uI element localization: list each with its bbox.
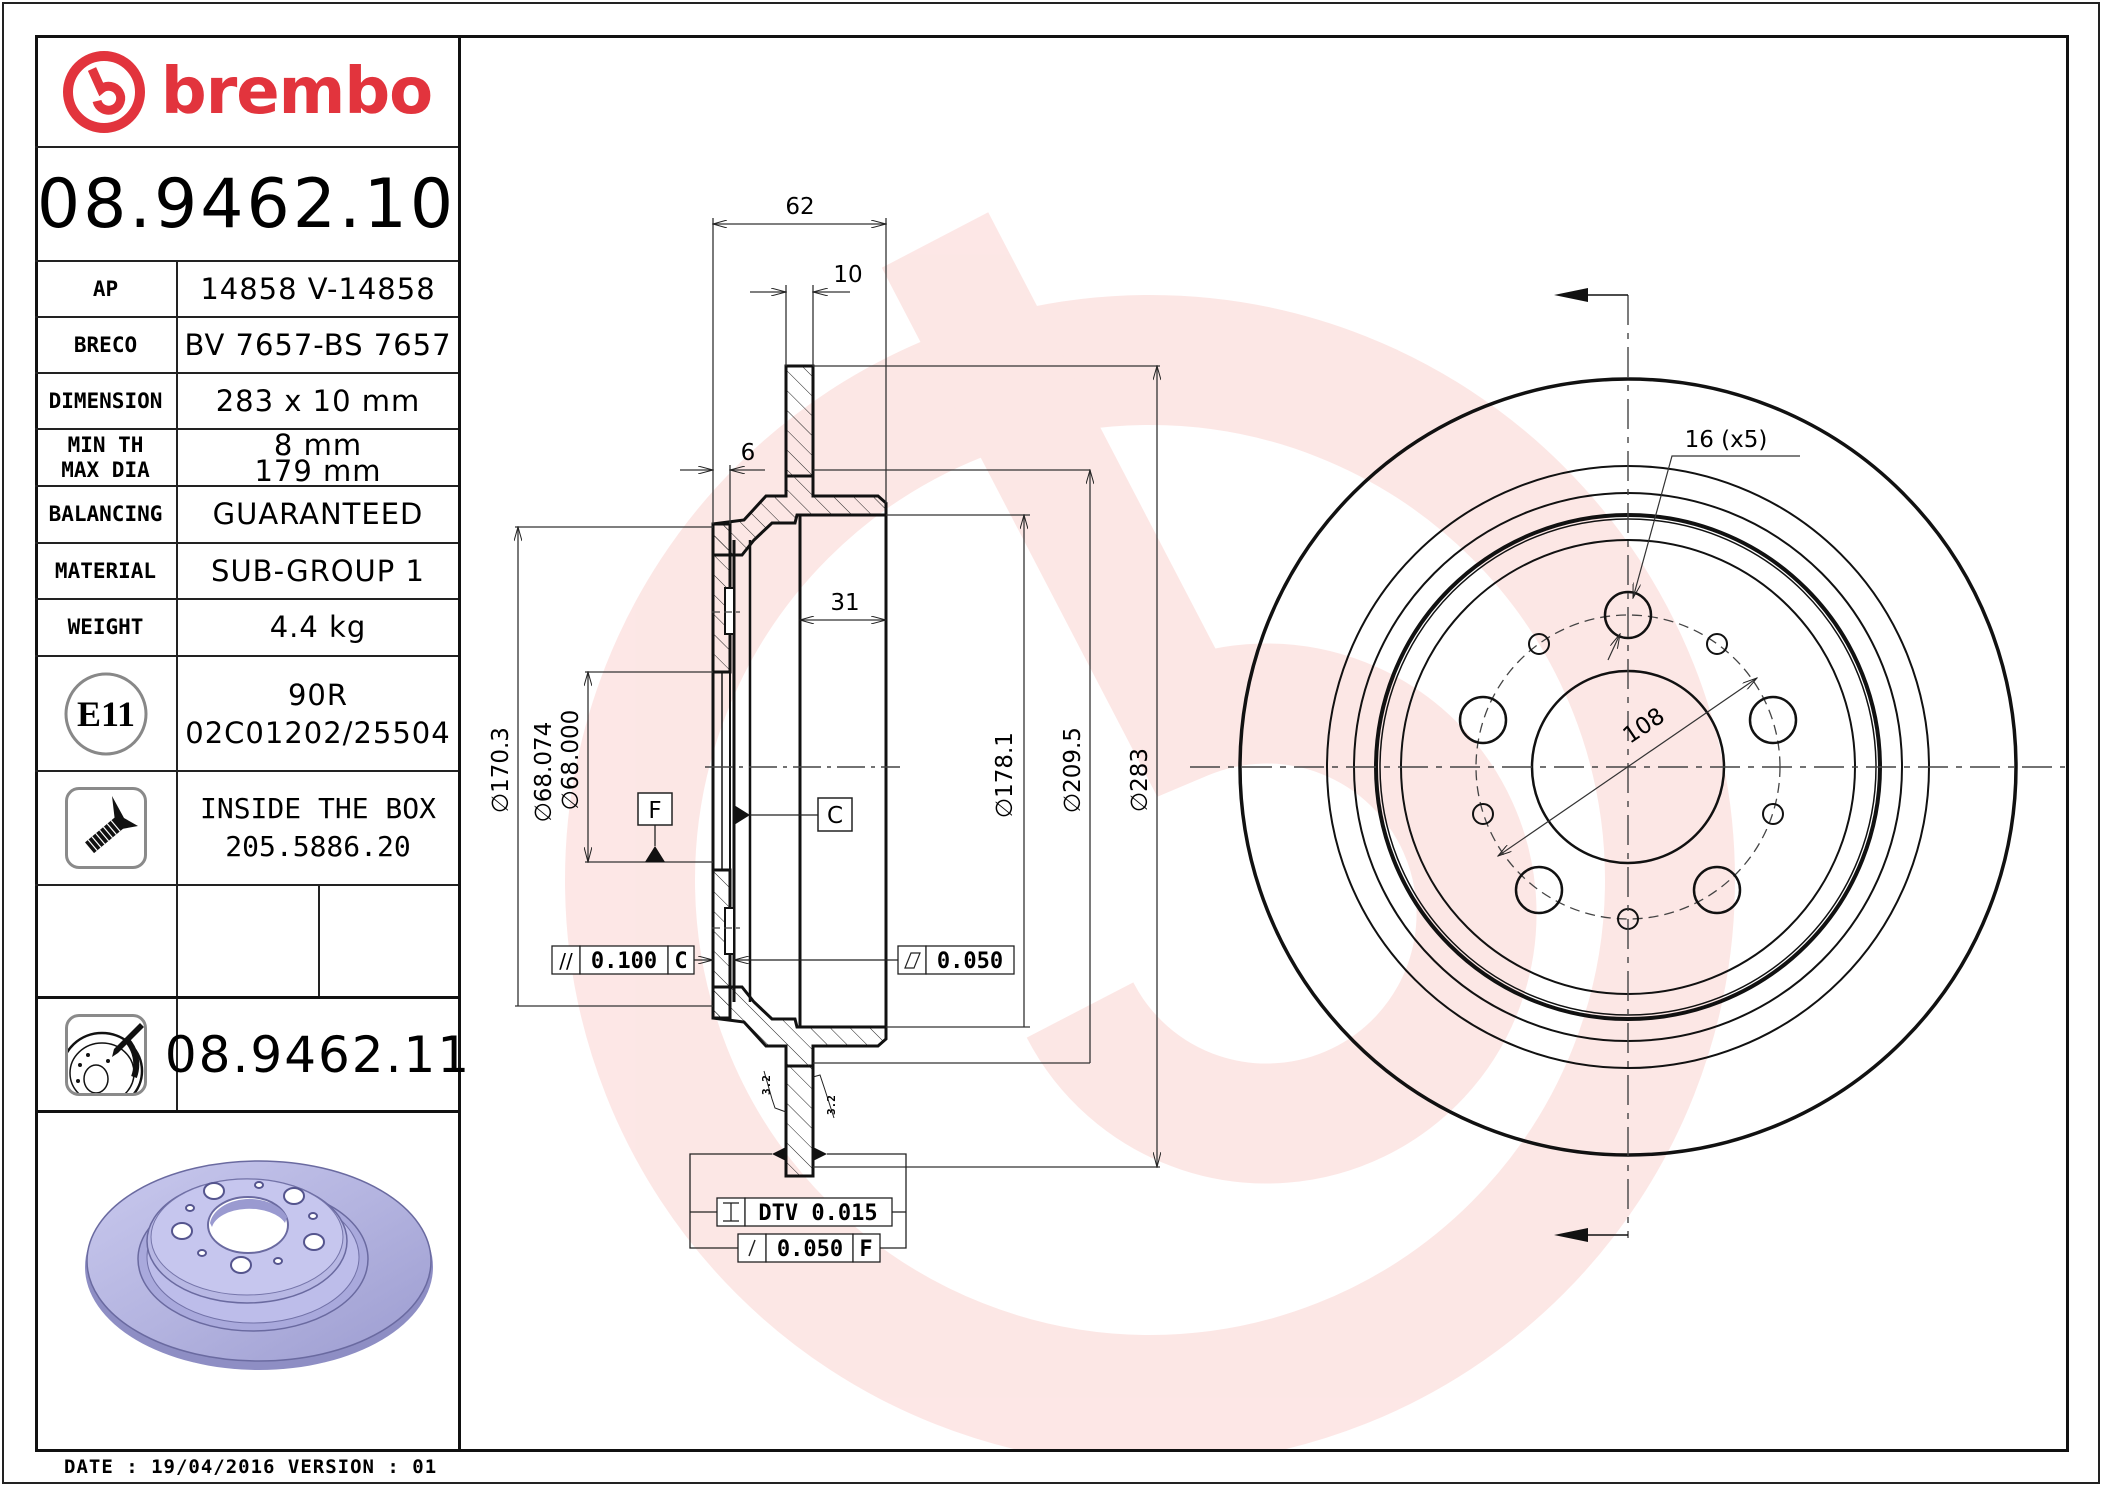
spec-value: 14858 V-14858	[200, 271, 436, 306]
spec-value: SUB-GROUP 1	[211, 553, 425, 588]
part-number-row: 08.9462.10	[35, 148, 458, 262]
dim-dia-inner-friction: ∅178.1	[992, 732, 1018, 818]
spec-row-min-th-max-dia: MIN TH MAX DIA 8 mm 179 mm	[35, 430, 458, 487]
drawing-frame	[35, 35, 2069, 1452]
svg-text:0.050: 0.050	[937, 949, 1003, 974]
empty-cell-divider	[318, 886, 320, 996]
spec-row-breco: BRECO BV 7657-BS 7657	[35, 318, 458, 374]
spec-label: MIN TH MAX DIA	[35, 430, 178, 485]
regulation-code: 90R	[287, 677, 349, 712]
svg-text:0.100: 0.100	[591, 949, 657, 974]
title-block: brembo 08.9462.10 AP 14858 V-14858 BRECO…	[35, 35, 469, 1452]
brembo-watermark	[565, 212, 1735, 1449]
logo-row: brembo	[35, 35, 458, 148]
spec-value: BV 7657-BS 7657	[184, 327, 452, 362]
e11-mark-text: E11	[76, 694, 134, 734]
empty-row	[35, 886, 458, 999]
spec-label: MATERIAL	[35, 544, 178, 598]
spec-row-balancing: BALANCING GUARANTEED	[35, 487, 458, 544]
e11-approval-mark-icon: E11	[64, 672, 147, 755]
alternative-part-number: 08.9462.11	[164, 1025, 472, 1084]
screw-icon	[64, 787, 147, 869]
runout-value: 0.050	[777, 1237, 843, 1262]
max-dia-value: 179 mm	[254, 453, 382, 488]
dtv-runout-callout: DTV 0.015 0.050 F	[689, 1147, 907, 1263]
svg-text:3.2: 3.2	[760, 1075, 773, 1095]
dimension-lines	[515, 218, 1160, 1167]
min-th-value: 8 mm	[273, 427, 363, 462]
dim-bore-min: ∅68.000	[558, 710, 584, 811]
part-number: 08.9462.10	[36, 164, 457, 244]
revision-footer: DATE : 19/04/2016 VERSION : 01	[64, 1456, 438, 1478]
datum-c: C	[734, 797, 853, 832]
spec-value: 4.4 kg	[269, 610, 367, 644]
spec-label: AP	[35, 262, 178, 316]
dim-dia-hat-fillet: ∅209.5	[1060, 727, 1086, 813]
dim-hat-depth: 31	[830, 590, 859, 616]
alternative-row: 08.9462.11	[35, 999, 469, 1113]
homologation-row: E11 90R 02C01202/25504	[35, 657, 458, 772]
min-th-label: MIN TH	[67, 432, 144, 457]
flatness-tolerance: 0.050	[734, 945, 1015, 975]
svg-text:3.2: 3.2	[825, 1095, 838, 1115]
runout-datum: F	[859, 1237, 872, 1262]
brembo-logo: brembo	[35, 35, 458, 148]
spec-label: DIMENSION	[35, 374, 178, 428]
surface-roughness: 3.2 3.2	[760, 1070, 838, 1119]
painted-disc-icon	[64, 1013, 147, 1096]
hardware-note: INSIDE THE BOX	[199, 792, 436, 825]
datum-f: F	[637, 792, 673, 862]
brembo-logo-icon	[62, 50, 145, 133]
svg-text://: //	[559, 949, 573, 973]
approval-number: 02C01202/25504	[185, 715, 451, 750]
section-view	[705, 364, 900, 1178]
empty-cell	[35, 886, 178, 996]
hardware-part-number: 205.5886.20	[225, 830, 411, 863]
max-dia-label: MAX DIA	[61, 457, 150, 482]
svg-text:F: F	[648, 798, 661, 824]
brand-name: brembo	[160, 54, 433, 129]
spec-label: WEIGHT	[35, 600, 178, 655]
spec-row-ap: AP 14858 V-14858	[35, 262, 458, 318]
spec-value: GUARANTEED	[212, 497, 424, 531]
hardware-row: INSIDE THE BOX 205.5886.20	[35, 772, 458, 886]
bolt-hole-callout: 16 (x5)	[1685, 427, 1768, 453]
dtv-value: DTV 0.015	[758, 1201, 877, 1226]
spec-label: BALANCING	[35, 487, 178, 542]
dim-bore-max: ∅68.074	[531, 722, 557, 823]
hardware-icon-cell	[35, 772, 178, 884]
parallelism-tolerance: // 0.100 C	[551, 945, 713, 975]
spec-row-dimension: DIMENSION 283 x 10 mm	[35, 374, 458, 430]
alternative-icon-cell	[35, 999, 178, 1110]
dim-dia-hat-outer: ∅170.3	[488, 727, 514, 813]
dim-flange-thickness: 6	[741, 440, 756, 466]
dim-overall-height: 62	[785, 194, 814, 220]
hardware-value: INSIDE THE BOX 205.5886.20	[178, 772, 458, 884]
svg-text:C: C	[674, 949, 687, 974]
homologation-icon-cell: E11	[35, 657, 178, 770]
product-render	[35, 1113, 458, 1449]
spec-label: BRECO	[35, 318, 178, 372]
dim-dia-outer: ∅283	[1127, 748, 1153, 812]
front-view	[1190, 288, 2065, 1242]
svg-text:C: C	[827, 803, 843, 829]
spec-row-material: MATERIAL SUB-GROUP 1	[35, 544, 458, 600]
dimension-labels: 62 10 6 31 ∅170.3 ∅68.074 ∅68.000 ∅178.1…	[488, 194, 1153, 822]
spec-value: 8 mm 179 mm	[178, 430, 458, 485]
spec-value: 283 x 10 mm	[215, 383, 421, 418]
homologation-value: 90R 02C01202/25504	[178, 657, 458, 770]
spec-row-weight: WEIGHT 4.4 kg	[35, 600, 458, 657]
dim-disc-thickness: 10	[833, 262, 862, 288]
brake-disc-3d-image	[85, 1160, 433, 1370]
